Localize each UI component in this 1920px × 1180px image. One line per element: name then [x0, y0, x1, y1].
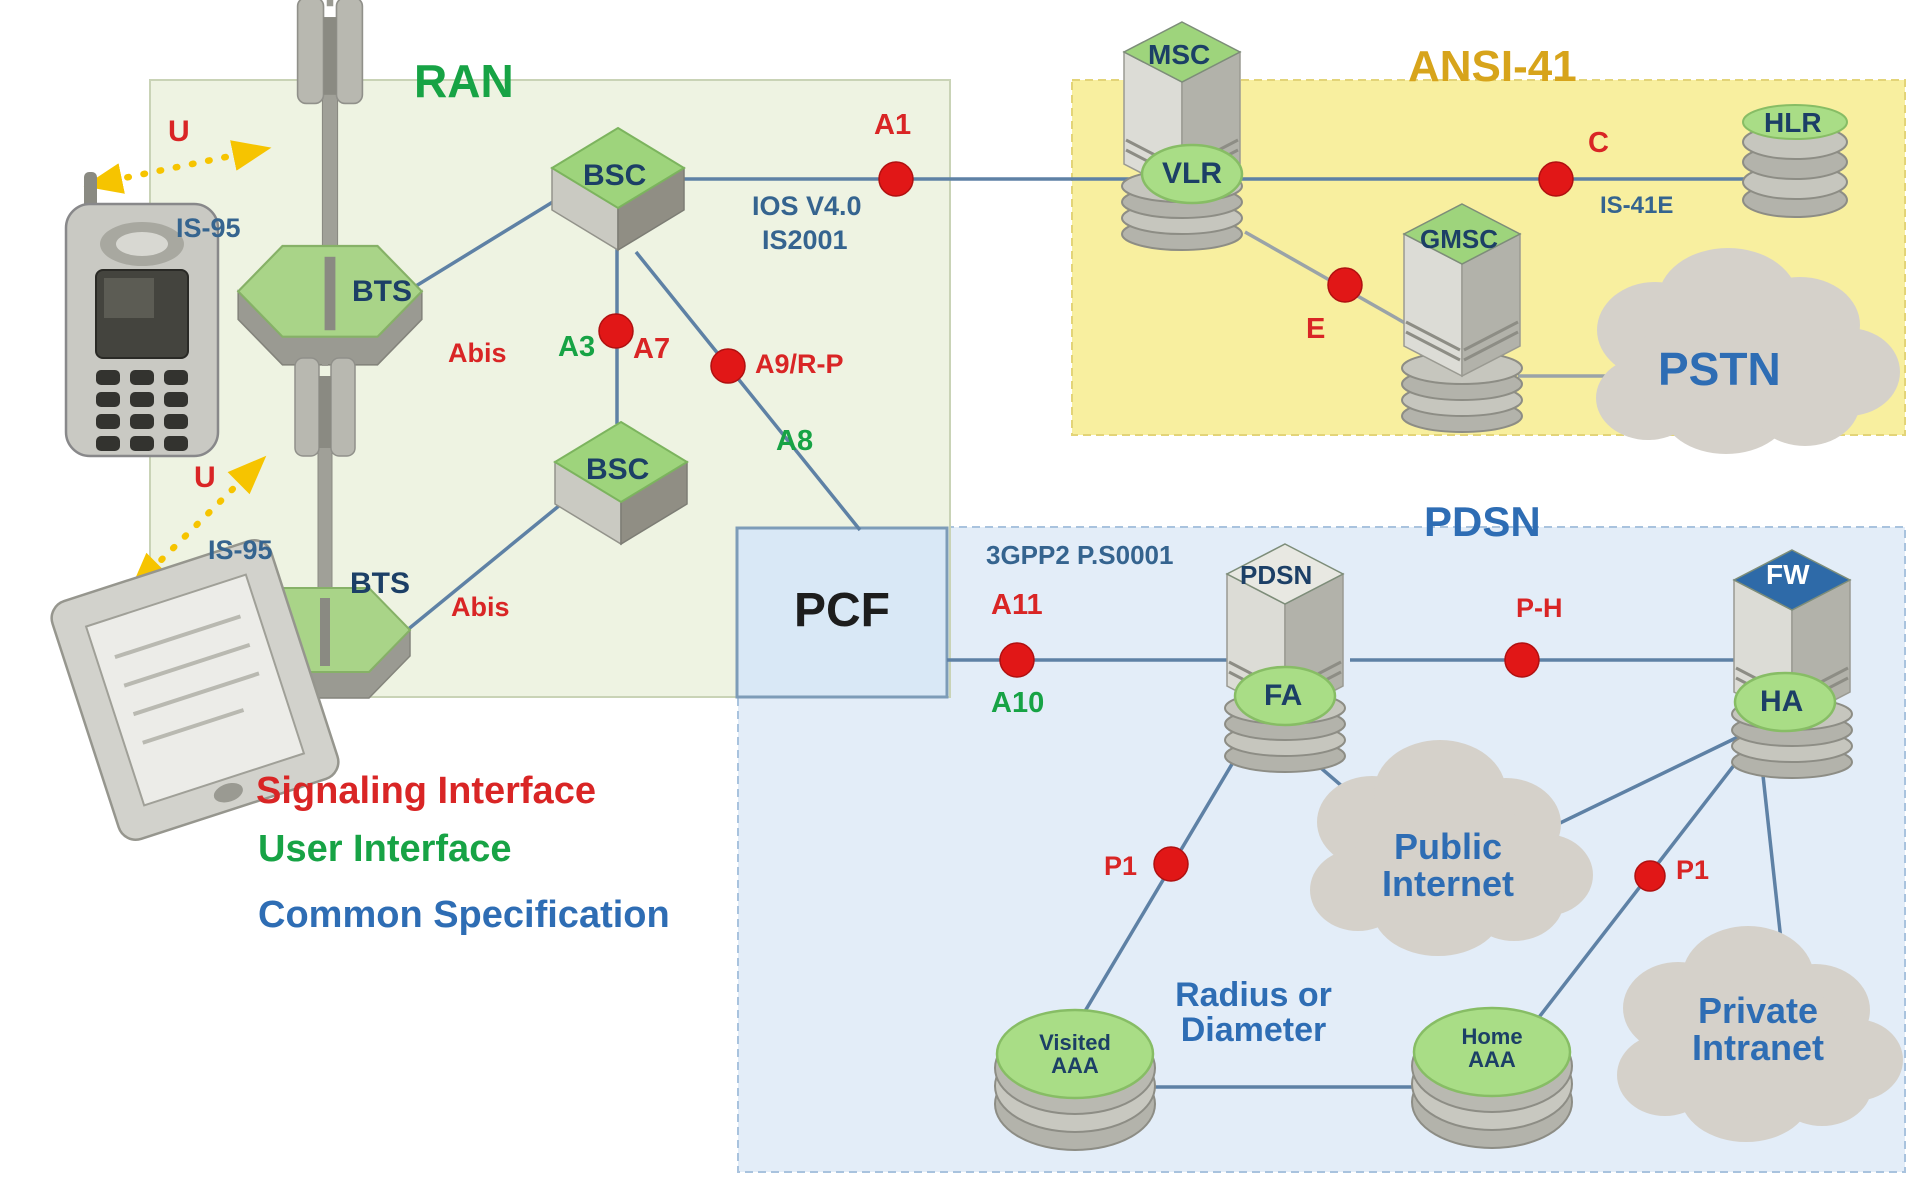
u1-label: U	[168, 115, 190, 148]
legend-signaling: Signaling Interface	[256, 770, 596, 812]
gmsc-label: GMSC	[1420, 224, 1498, 254]
line-bts1-bsc1	[397, 198, 557, 299]
bts2-label: BTS	[350, 567, 410, 600]
dot-a3-a7	[598, 313, 634, 349]
dot-p1-right	[1634, 860, 1666, 892]
dot-a11	[999, 642, 1035, 678]
a11-label: A11	[991, 589, 1043, 621]
fa-label: FA	[1264, 679, 1303, 712]
line-bts2-bsc2	[393, 503, 562, 642]
dot-a9rp	[710, 348, 746, 384]
air-interface-arrow-top	[83, 140, 272, 194]
pdsn-region-label: PDSN	[1424, 498, 1541, 545]
mobile-phone	[64, 172, 220, 458]
is2001-label: IS2001	[762, 225, 848, 255]
pcf-label: PCF	[794, 584, 890, 637]
home-aaa-line2: AAA	[1468, 1046, 1516, 1072]
p1-left-label: P1	[1104, 851, 1138, 881]
a9rp-label: A9/R-P	[755, 349, 844, 379]
visited-aaa-line1: Visited	[1039, 1030, 1111, 1055]
hlr-label: HLR	[1764, 107, 1822, 138]
p1-right-label: P1	[1676, 855, 1710, 885]
ios-label: IOS V4.0	[752, 191, 862, 221]
visited-aaa-line2: AAA	[1051, 1052, 1099, 1078]
legend-user: User Interface	[258, 828, 512, 870]
ph-label: P-H	[1516, 593, 1563, 623]
pstn-cloud	[1596, 248, 1900, 454]
pdsn-node-label: PDSN	[1240, 560, 1313, 590]
radius-line2: Diameter	[1180, 1011, 1327, 1050]
pstn-label: PSTN	[1658, 343, 1781, 395]
bsc1-label: BSC	[583, 159, 647, 192]
bsc2-label: BSC	[586, 453, 650, 486]
a1-label: A1	[874, 109, 912, 141]
public-internet-cloud	[1310, 740, 1593, 956]
c-label: C	[1588, 127, 1609, 159]
a7-label: A7	[633, 333, 671, 365]
ansi41-region-label: ANSI-41	[1408, 42, 1577, 91]
interface-dots	[598, 161, 1666, 892]
vlr-label: VLR	[1162, 157, 1222, 190]
dot-c	[1538, 161, 1574, 197]
is41e-label: IS-41E	[1600, 192, 1674, 219]
bts1-label: BTS	[352, 275, 412, 308]
dot-ph	[1504, 642, 1540, 678]
pcf-box	[735, 526, 949, 699]
a3-label: A3	[558, 331, 596, 363]
gpp2-label: 3GPP2 P.S0001	[986, 540, 1174, 570]
a8-label: A8	[776, 425, 814, 457]
pda-device	[50, 539, 340, 841]
dot-a1	[878, 161, 914, 197]
line-ha-privateintranet	[1758, 747, 1786, 969]
a10-label: A10	[991, 687, 1045, 719]
radius-line1: Radius or	[1175, 976, 1332, 1014]
air-interface-arrow-bottom	[129, 455, 267, 592]
private-intranet-cloud	[1617, 926, 1903, 1142]
legend-common: Common Specification	[258, 894, 670, 936]
dot-e	[1327, 267, 1363, 303]
private-intranet-line1: Private	[1697, 990, 1819, 1031]
home-aaa-line1: Home	[1461, 1024, 1523, 1049]
abis2-label: Abis	[451, 592, 510, 622]
msc-label: MSC	[1148, 39, 1211, 70]
e-label: E	[1306, 313, 1326, 345]
ha-label: HA	[1760, 685, 1804, 718]
is95-2-label: IS-95	[208, 535, 273, 565]
fw-label: FW	[1766, 559, 1810, 590]
public-internet-line2: Internet	[1381, 863, 1514, 905]
public-internet-line1: Public	[1393, 826, 1503, 867]
dot-p1-left	[1153, 846, 1189, 882]
is95-1-label: IS-95	[176, 213, 241, 243]
abis1-label: Abis	[448, 338, 507, 368]
ran-region-label: RAN	[414, 55, 514, 107]
private-intranet-line2: Intranet	[1691, 1027, 1824, 1069]
u2-label: U	[194, 461, 216, 494]
line-fa-visitedaaa	[1073, 753, 1240, 1029]
line-bsc1-pcf	[634, 250, 862, 532]
